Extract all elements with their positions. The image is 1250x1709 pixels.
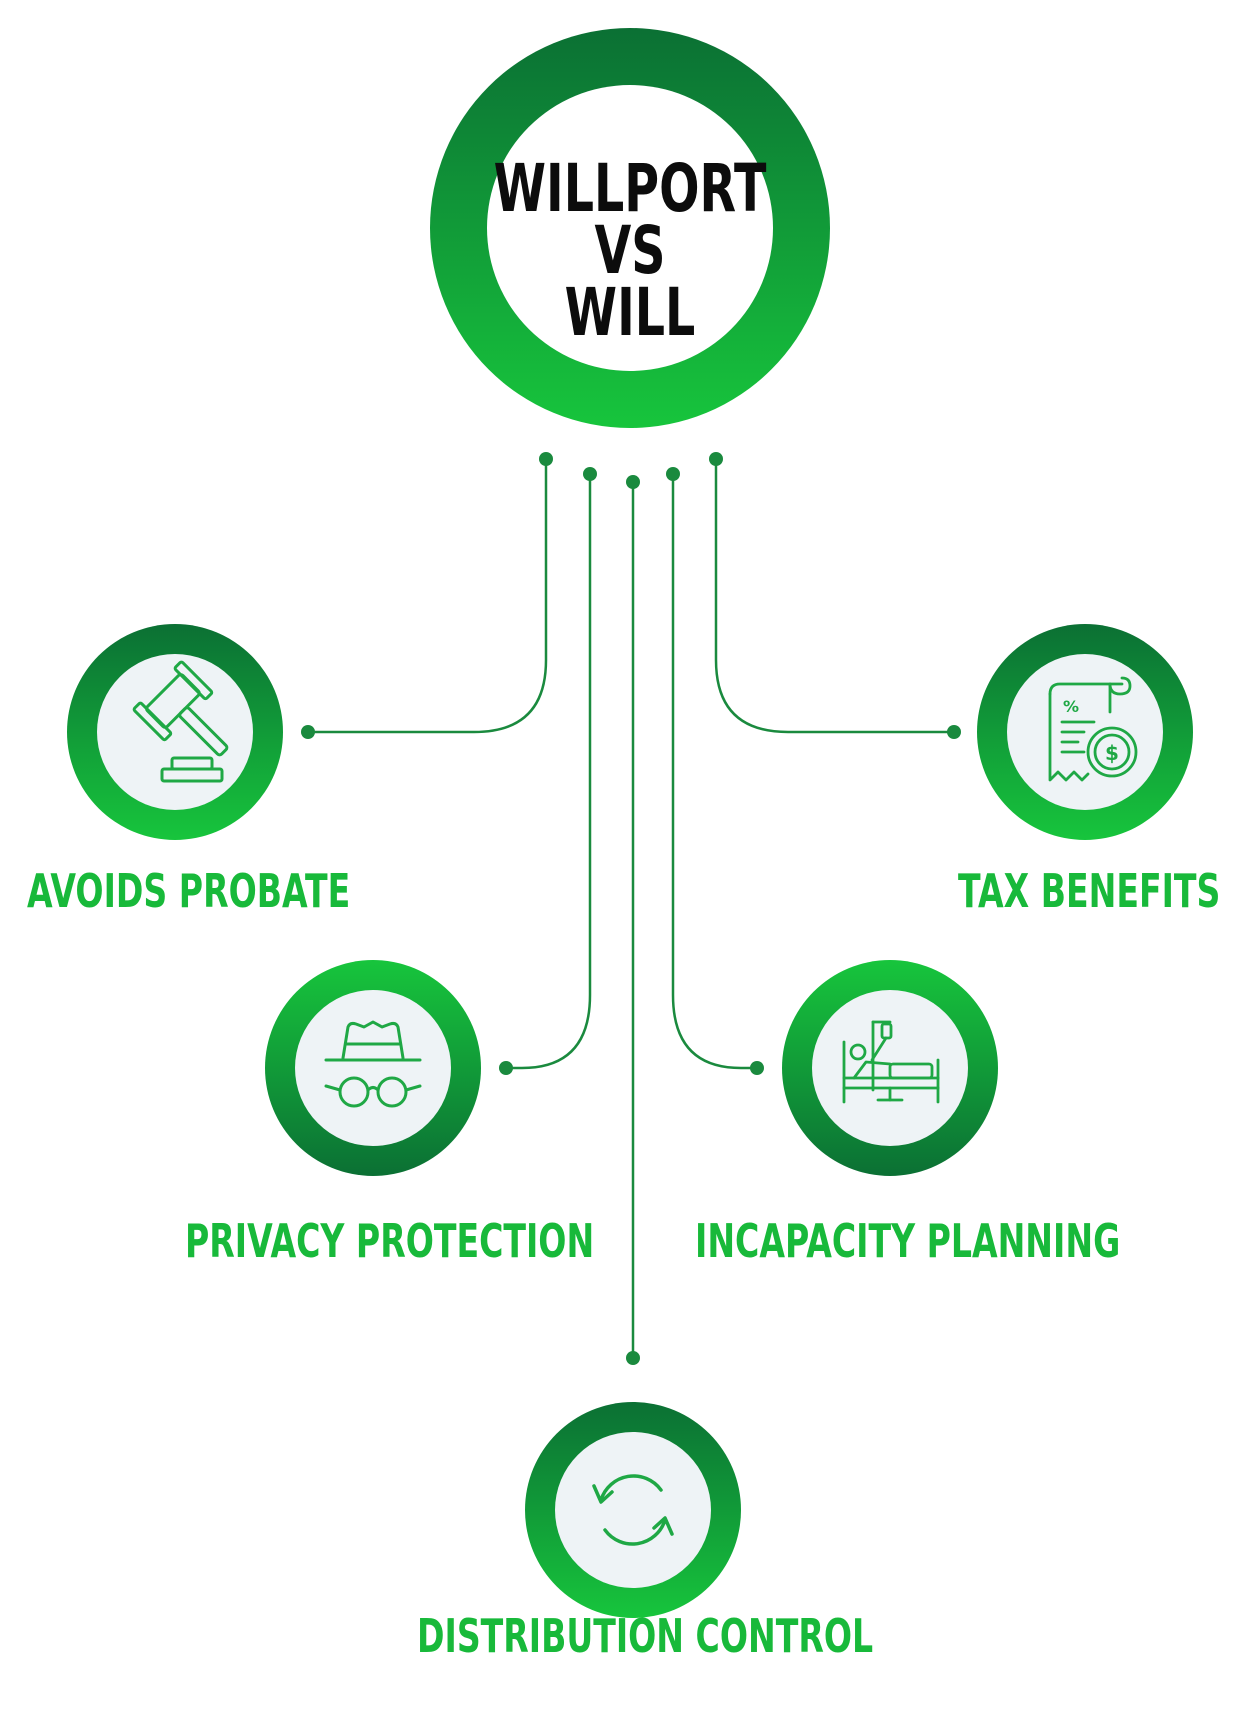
- hospital-bed-icon: [842, 1020, 940, 1104]
- label-incapacity-planning: INCAPACITY PLANNING: [695, 1214, 1121, 1268]
- dot: [626, 475, 640, 489]
- node-inner: [97, 654, 253, 810]
- svg-text:$: $: [1105, 741, 1119, 765]
- connector-dots: [301, 452, 961, 1365]
- hub-title-line3: WILL: [565, 274, 696, 351]
- central-hub: WILLPORT VS WILL: [430, 28, 830, 428]
- connectors: [308, 459, 954, 1358]
- node-tax-benefits: % $: [977, 624, 1193, 840]
- node-privacy-protection: [265, 960, 481, 1176]
- node-distribution-control: [525, 1402, 741, 1618]
- dot: [709, 452, 723, 466]
- dot: [626, 1351, 640, 1365]
- svg-text:%: %: [1063, 697, 1079, 716]
- node-incapacity-planning: [782, 960, 998, 1176]
- label-distribution-control: DISTRIBUTION CONTROL: [417, 1609, 874, 1663]
- dot: [539, 452, 553, 466]
- connector-avoids-probate: [308, 459, 548, 734]
- incognito-hat-glasses-icon: [324, 1020, 422, 1108]
- dot: [583, 467, 597, 481]
- label-tax-benefits: TAX BENEFITS: [957, 864, 1220, 918]
- gavel-icon: [132, 660, 229, 783]
- label-privacy-protection: PRIVACY PROTECTION: [185, 1214, 595, 1268]
- refresh-arrows-icon: [592, 1474, 674, 1546]
- node-avoids-probate: [67, 624, 283, 840]
- label-avoids-probate: AVOIDS PROBATE: [27, 864, 351, 918]
- hub-title-line1: WILLPORT: [494, 150, 767, 227]
- connector-incapacity-planning: [671, 474, 757, 1070]
- connector-tax-benefits: [714, 459, 954, 734]
- hub-center: [487, 85, 773, 371]
- dot: [301, 725, 315, 739]
- node-inner: [555, 1432, 711, 1588]
- dot: [750, 1061, 764, 1075]
- dot: [666, 467, 680, 481]
- tax-receipt-dollar-icon: % $: [1048, 676, 1138, 782]
- dot: [947, 725, 961, 739]
- node-inner: [295, 990, 451, 1146]
- hub-title-line2: VS: [595, 212, 666, 289]
- dot: [499, 1061, 513, 1075]
- connector-privacy-protection: [506, 474, 592, 1070]
